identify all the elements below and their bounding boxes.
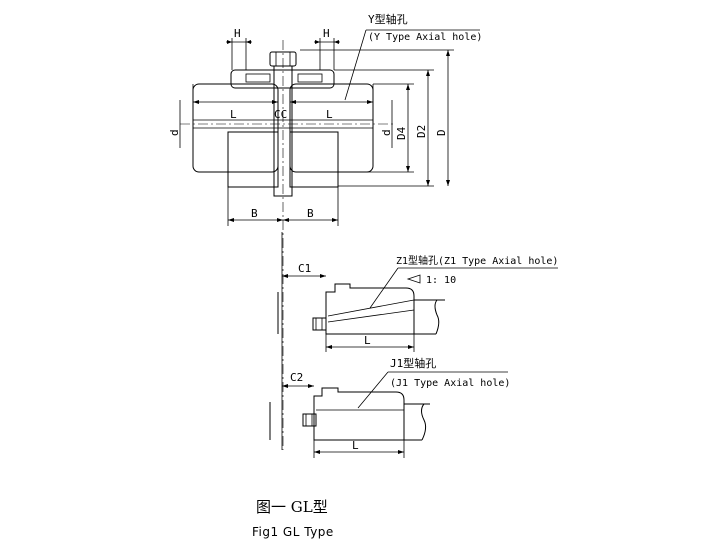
j1-detail-view: C2 L J1型轴孔 (J1 Type Axial hole) xyxy=(269,356,510,458)
left-teeth xyxy=(245,73,271,83)
dim-B: B B xyxy=(227,187,339,226)
z1-shaft-break xyxy=(434,299,440,335)
label-L-z1: L xyxy=(364,334,371,347)
caption-en: Fig1 GL Type xyxy=(252,525,334,539)
j1-hub-body xyxy=(313,387,405,441)
label-d-left: d xyxy=(168,129,181,136)
label-H-left: H xyxy=(234,27,241,40)
label-D4: D4 xyxy=(395,126,408,140)
label-H-right: H xyxy=(323,27,330,40)
j1-shaft-break xyxy=(421,403,427,441)
label-C1: C1 xyxy=(298,262,311,275)
right-teeth xyxy=(297,73,323,83)
y-callout-en: (Y Type Axial hole) xyxy=(368,32,482,43)
j1-callout-cn: J1型轴孔 xyxy=(390,356,436,370)
label-L-right: L xyxy=(326,108,333,121)
label-C2: C2 xyxy=(290,371,303,384)
dim-d: d d xyxy=(168,100,393,148)
z1-hub-body xyxy=(325,283,415,335)
label-D2: D2 xyxy=(415,125,428,138)
outer-sleeve xyxy=(230,69,335,89)
label-B-right: B xyxy=(307,207,314,220)
dim-D-group: D4 D2 D xyxy=(300,49,454,187)
label-CC: CC xyxy=(274,108,287,121)
label-d-right: d xyxy=(380,129,393,136)
taper-symbol xyxy=(406,274,421,284)
y-callout-cn: Y型轴孔 xyxy=(368,12,408,26)
taper-ratio: 1: 10 xyxy=(426,275,456,286)
label-L-left: L xyxy=(230,108,237,121)
right-hub xyxy=(289,131,339,188)
left-hub xyxy=(227,131,279,188)
j1-bolt xyxy=(302,413,317,427)
y-callout: Y型轴孔 (Y Type Axial hole) xyxy=(344,12,482,101)
z1-detail-view: C1 L Z1型轴孔(Z1 Type Axial hole) 1: 10 xyxy=(277,232,558,450)
label-B-left: B xyxy=(251,207,258,220)
dim-L-main: L L CC xyxy=(192,84,374,121)
main-assembly-view xyxy=(180,40,395,450)
dim-H-right: H xyxy=(314,27,340,70)
caption-cn: 图一 GL型 xyxy=(256,498,328,516)
label-L-j1: L xyxy=(352,439,359,452)
dim-H-left: H xyxy=(226,27,252,70)
z1-callout: Z1型轴孔(Z1 Type Axial hole) xyxy=(396,254,558,267)
z1-bolt xyxy=(312,317,327,331)
label-D: D xyxy=(435,129,448,136)
j1-callout-en: (J1 Type Axial hole) xyxy=(390,378,510,389)
